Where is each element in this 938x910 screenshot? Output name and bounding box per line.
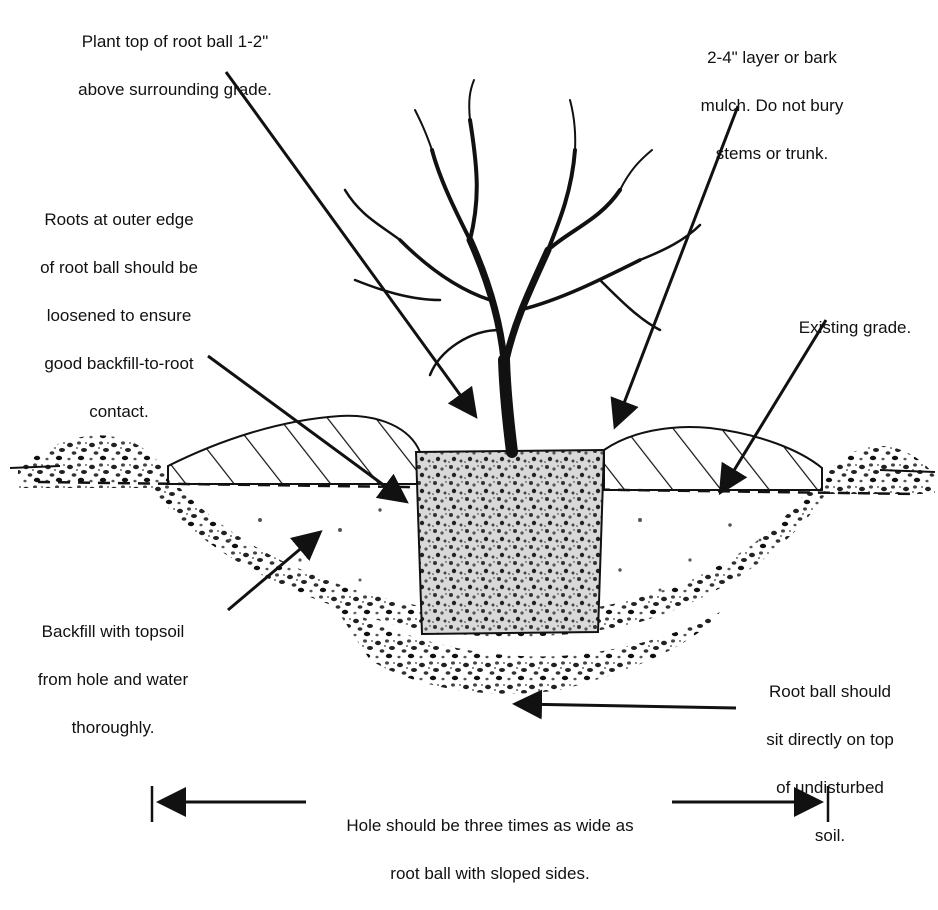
label-backfill: Backfill with topsoil from hole and wate… <box>8 596 218 764</box>
tree <box>345 80 700 452</box>
arrow-undisturbed <box>518 704 736 708</box>
label-roots-loosen: Roots at outer edge of root ball should … <box>14 184 224 448</box>
label-root-ball-top: Plant top of root ball 1-2" above surrou… <box>40 6 310 126</box>
label-mulch: 2-4" layer or bark mulch. Do not bury st… <box>672 22 872 190</box>
right-berm <box>820 446 935 494</box>
root-ball <box>416 450 604 634</box>
label-existing-grade: Existing grade. <box>780 292 930 364</box>
tree-planting-diagram: Plant top of root ball 1-2" above surrou… <box>0 0 938 840</box>
mulch-right <box>604 427 822 490</box>
label-hole-width: Hole should be three times as wide as ro… <box>300 790 680 910</box>
